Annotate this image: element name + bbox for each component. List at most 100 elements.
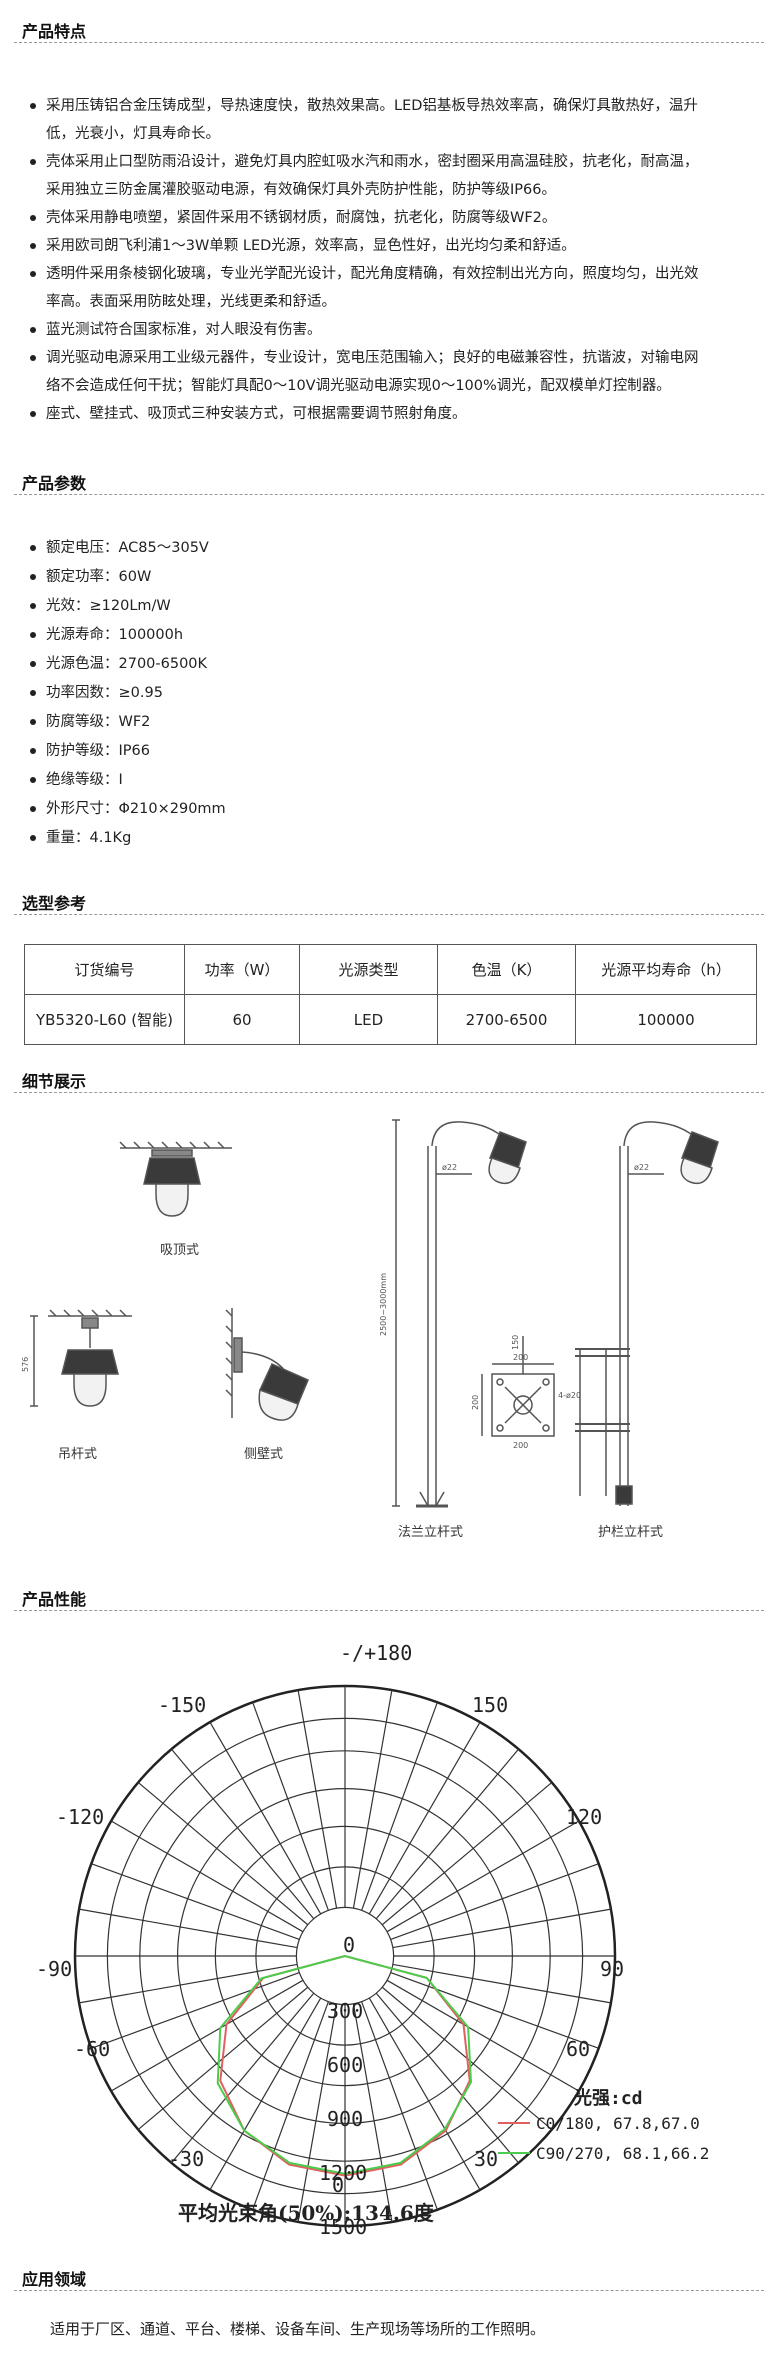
feature-item: 采用欧司朗飞利浦1～3W单颗 LED光源，效率高，显色性好，出光均匀柔和舒适。 bbox=[26, 232, 764, 260]
legend-c90: C90/270, 68.1,66.2 bbox=[536, 2144, 709, 2163]
polar-spoke bbox=[392, 1963, 612, 2004]
table-cell: 2700-6500 bbox=[437, 994, 576, 1045]
polar-spoke bbox=[78, 1908, 298, 1949]
application-text: 适用于厂区、通道、平台、楼梯、设备车间、生产现场等场所的工作照明。 bbox=[50, 2320, 546, 2338]
flange-pole-drawing bbox=[392, 1119, 555, 1508]
polar-point bbox=[243, 2129, 245, 2132]
label-ceiling: 吸顶式 bbox=[160, 1243, 199, 1258]
section-divider bbox=[14, 914, 764, 915]
angle-label-n60: -60 bbox=[74, 2037, 110, 2061]
polar-spoke bbox=[91, 1972, 300, 2049]
rail-pole-drawing bbox=[575, 1121, 719, 1506]
angle-label-bottom: 0 bbox=[332, 2173, 344, 2197]
param-item: 防护等级：IP66 bbox=[26, 737, 764, 766]
table-header-row: 订货编号 功率（W） 光源类型 色温（K） 光源平均寿命（h） bbox=[24, 944, 757, 995]
section-divider bbox=[14, 1092, 764, 1093]
radial-tick-label: 0 bbox=[343, 1933, 355, 1957]
polar-point bbox=[444, 2128, 446, 2130]
polar-spoke bbox=[78, 1963, 298, 2004]
polar-grid bbox=[73, 1684, 617, 2228]
table-header: 订货编号 bbox=[24, 944, 185, 995]
legend-c0: C0/180, 67.8,67.0 bbox=[536, 2114, 700, 2133]
angle-label-p90: 90 bbox=[600, 1957, 624, 1981]
table-cell: 60 bbox=[184, 994, 300, 1045]
dim-200-bottom: 200 bbox=[513, 1441, 528, 1450]
polar-spoke bbox=[110, 1979, 304, 2092]
table-header: 功率（W） bbox=[184, 944, 300, 995]
polar-spoke bbox=[361, 1702, 438, 1911]
polar-point bbox=[216, 2082, 219, 2085]
feature-item: 壳体采用静电喷塑，紧固件采用不锈钢材质，耐腐蚀，抗老化，防腐等级WF2。 bbox=[26, 204, 764, 232]
feature-item: 座式、壁挂式、吸顶式三种安装方式，可根据需要调节照射角度。 bbox=[26, 400, 764, 428]
chart-legend: 光强:cd C0/180, 67.8,67.0 C90/270, 68.1,66… bbox=[498, 2087, 709, 2163]
param-item: 外形尺寸：Φ210×290mm bbox=[26, 795, 764, 824]
polar-point bbox=[288, 2163, 290, 2166]
polar-point bbox=[400, 2163, 402, 2166]
selection-title: 选型参考 bbox=[22, 894, 87, 913]
radial-tick-label: 1500 bbox=[319, 2215, 367, 2239]
details-title: 细节展示 bbox=[22, 1072, 87, 1091]
feature-item: 壳体采用止口型防雨沿设计，避免灯具内腔虹吸水汽和雨水，密封圈采用高温硅胶，抗老化… bbox=[26, 148, 764, 176]
polar-point bbox=[219, 2079, 222, 2082]
polar-spoke bbox=[361, 2001, 438, 2210]
angle-label-n30: -30 bbox=[168, 2147, 204, 2171]
dim-150: 150 bbox=[511, 1335, 520, 1350]
param-item: 光源色温：2700-6500K bbox=[26, 650, 764, 679]
angle-label-p30: 30 bbox=[474, 2147, 498, 2171]
installation-diagrams: 吸顶式 吊杆式 侧壁式 法兰立杆式 护栏立杆式 2500~3000mm 576 … bbox=[21, 1119, 719, 1540]
table-cell: YB5320-L60 (智能) bbox=[24, 994, 185, 1045]
polar-spoke bbox=[209, 1997, 322, 2191]
polar-spoke bbox=[381, 1781, 553, 1926]
polar-point bbox=[288, 2162, 291, 2164]
polar-spoke bbox=[375, 1748, 520, 1920]
polar-point bbox=[425, 1977, 428, 1979]
feature-item: 低，光衰小，灯具寿命长。 bbox=[46, 126, 220, 142]
angle-label-n120: -120 bbox=[56, 1805, 104, 1829]
polar-spoke bbox=[352, 2003, 393, 2223]
polar-point bbox=[470, 2081, 472, 2083]
section-divider bbox=[14, 2290, 764, 2291]
polar-spoke bbox=[386, 1979, 580, 2092]
table-header: 色温（K） bbox=[437, 944, 576, 995]
param-item: 光效：≥120Lm/W bbox=[26, 592, 764, 621]
radial-tick-label: 900 bbox=[327, 2107, 363, 2131]
dim-height: 2500~3000mm bbox=[379, 1273, 388, 1336]
polar-spoke bbox=[170, 1992, 315, 2164]
label-wall: 侧壁式 bbox=[244, 1447, 283, 1462]
dim-200-top: 200 bbox=[513, 1353, 528, 1362]
polar-spoke bbox=[170, 1748, 315, 1920]
polar-spoke bbox=[137, 1781, 309, 1926]
beam-angle-text: 平均光束角(50%):134.6度 bbox=[178, 2201, 435, 2225]
params-title: 产品参数 bbox=[22, 474, 87, 493]
angle-label-top: -/+180 bbox=[340, 1641, 412, 1665]
table-cell: LED bbox=[299, 994, 438, 1045]
param-item: 额定功率：60W bbox=[26, 563, 764, 592]
angle-label-p150: 150 bbox=[472, 1693, 508, 1717]
radial-tick-label: 300 bbox=[327, 1999, 363, 2023]
section-divider bbox=[14, 42, 764, 43]
table-cell: 100000 bbox=[575, 994, 757, 1045]
polar-spoke bbox=[352, 1689, 393, 1909]
angle-label-n90: -90 bbox=[36, 1957, 72, 1981]
polar-spoke bbox=[375, 1992, 520, 2164]
polar-spoke bbox=[252, 2001, 329, 2210]
dim-576: 576 bbox=[21, 1357, 30, 1372]
param-item: 重量：4.1Kg bbox=[26, 824, 764, 853]
polar-spoke bbox=[390, 1863, 599, 1940]
polar-point bbox=[344, 1955, 346, 1957]
polar-point bbox=[225, 2023, 228, 2026]
polar-point bbox=[344, 2174, 346, 2177]
polar-spoke bbox=[392, 1908, 612, 1949]
polar-spoke bbox=[91, 1863, 300, 1940]
polar-point bbox=[445, 2129, 447, 2132]
label-flange-pole: 法兰立杆式 bbox=[398, 1525, 463, 1540]
feature-item: 蓝光测试符合国家标准，对人眼没有伤害。 bbox=[26, 316, 764, 344]
pendant-mount-drawing bbox=[30, 1309, 132, 1407]
dim-22-rail: ø22 bbox=[634, 1163, 649, 1172]
wall-mount-drawing bbox=[225, 1308, 309, 1421]
polar-point bbox=[344, 2173, 346, 2175]
polar-point bbox=[219, 2027, 222, 2029]
table-header: 光源平均寿命（h） bbox=[575, 944, 757, 995]
polar-point bbox=[467, 2026, 469, 2028]
